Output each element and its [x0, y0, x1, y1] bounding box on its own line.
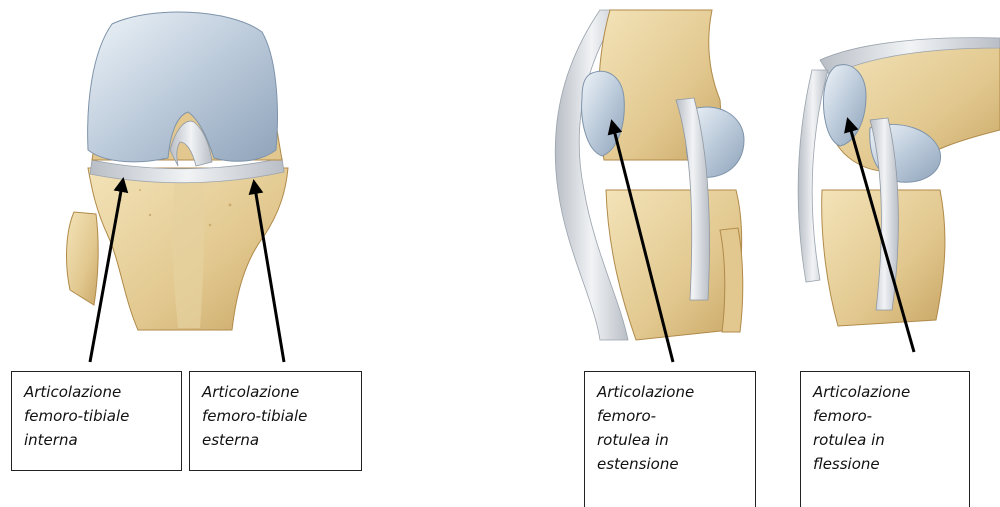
tibia-bone [606, 190, 742, 340]
label-tibiofemoral-external: Articolazione femoro-tibiale esterna [189, 371, 362, 471]
label-tibiofemoral-internal: Articolazione femoro-tibiale interna [11, 371, 182, 471]
label-patellofemoral-flexion: Articolazione femoro- rotulea in flessio… [800, 371, 970, 507]
fibula-bone [67, 212, 99, 305]
knee-lateral-extension-illustration [555, 10, 744, 340]
knee-lateral-flexion-illustration [798, 38, 1000, 326]
knee-front-view-illustration [67, 12, 288, 330]
label-patellofemoral-extension: Articolazione femoro- rotulea in estensi… [584, 371, 756, 507]
patellar-ligament [172, 170, 204, 328]
